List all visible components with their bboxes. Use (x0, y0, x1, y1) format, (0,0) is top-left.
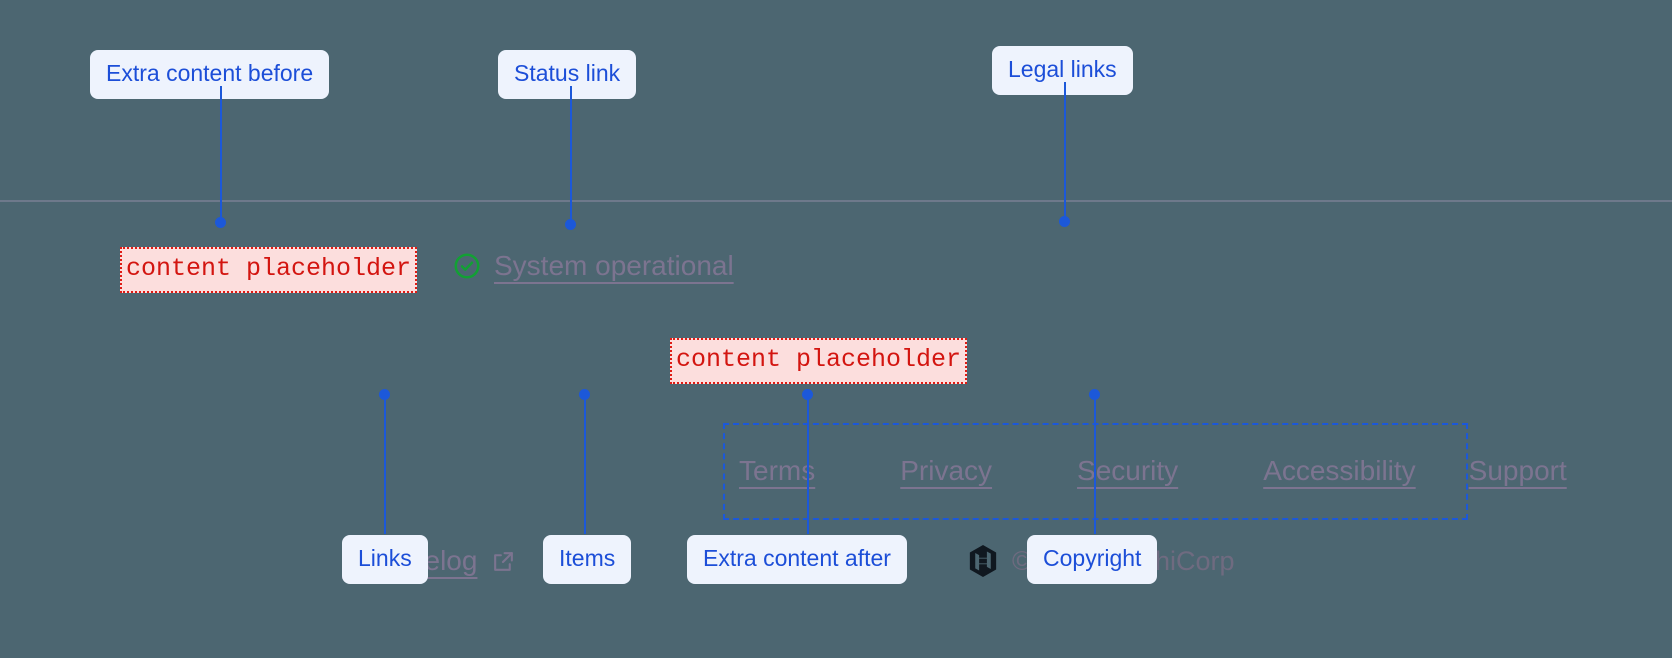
legal-link-privacy[interactable]: Privacy (900, 455, 993, 486)
annotation-chip-extra-content-after: Extra content after (687, 535, 907, 584)
check-circle-icon (452, 251, 482, 281)
extra-content-after-placeholder: content placeholder (670, 338, 968, 385)
annotation-chip-legal-links: Legal links (992, 46, 1133, 95)
leader-dot-extra-content-before (215, 217, 226, 228)
hashicorp-logo (968, 545, 998, 577)
annotation-chip-extra-content-before: Extra content before (90, 50, 330, 99)
legal-links-list: Terms Privacy Security Accessibility Sup… (739, 455, 1567, 487)
leader-line-extra-content-after (807, 394, 809, 534)
extra-content-before-placeholder: content placeholder (120, 247, 418, 294)
footer-top-divider (0, 200, 1672, 202)
leader-line-legal-links (1064, 82, 1066, 222)
external-link-icon (491, 549, 516, 574)
leader-line-status-link (570, 86, 572, 226)
footer-region: content placeholder System operational T… (0, 202, 1672, 577)
legal-link-terms[interactable]: Terms (739, 455, 816, 486)
annotation-chip-copyright: Copyright (1027, 535, 1158, 584)
leader-line-copyright (1094, 394, 1096, 534)
status-link[interactable]: System operational (452, 250, 734, 282)
legal-link-accessibility[interactable]: Accessibility (1263, 455, 1416, 486)
leader-line-extra-content-before (220, 86, 222, 224)
leader-dot-legal-links (1059, 216, 1070, 227)
legal-link-support[interactable]: Support (1468, 455, 1567, 486)
annotation-chip-links: Links (342, 535, 428, 584)
leader-line-items (584, 394, 586, 534)
annotation-chip-items: Items (543, 535, 632, 584)
status-link-label: System operational (494, 250, 734, 281)
legal-link-security[interactable]: Security (1077, 455, 1179, 486)
leader-line-links (384, 394, 386, 534)
annotation-chip-status-link: Status link (498, 50, 637, 99)
leader-dot-status-link (565, 219, 576, 230)
